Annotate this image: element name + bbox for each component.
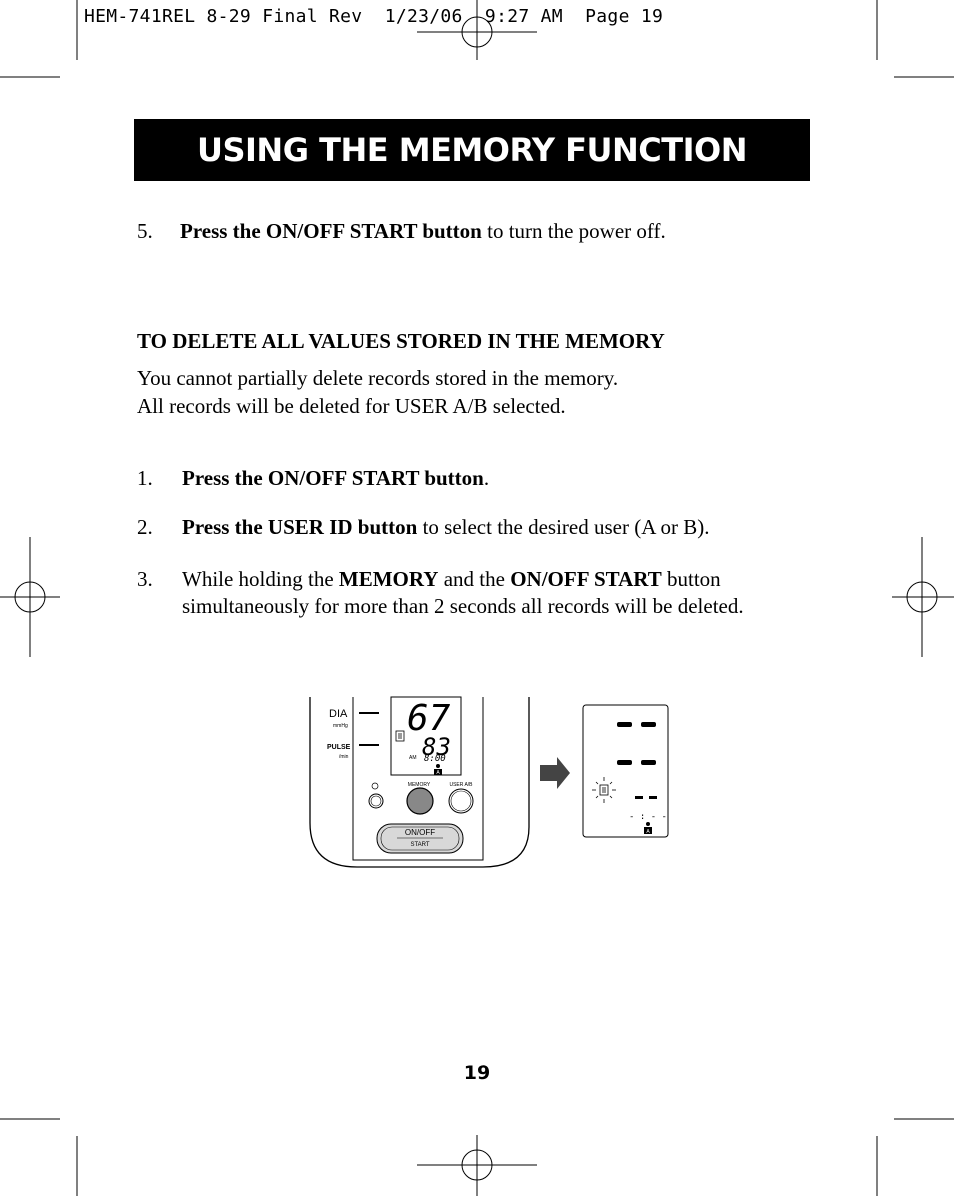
step-3-text-line-1: While holding the MEMORY and the ON/OFF …: [182, 567, 721, 592]
step-3-memory-bold: MEMORY: [338, 567, 439, 591]
memory-icon: [395, 730, 405, 742]
am-label: AM: [409, 755, 417, 761]
pulse-value: 83: [422, 733, 451, 761]
right-arrow-icon: [540, 757, 570, 789]
onoff-label: ON/OFF: [405, 828, 435, 837]
dia-label: DIA: [329, 708, 348, 720]
start-label: START: [410, 842, 429, 848]
print-slug: HEM-741REL 8-29 Final Rev 1/23/06 9:27 A…: [84, 6, 664, 27]
user-ab-label: USER A/B: [449, 782, 473, 788]
step-3-t3: button: [661, 567, 721, 591]
memory-button: [406, 787, 434, 815]
page-number: 19: [463, 1062, 491, 1084]
step-3-t1: While holding the: [182, 567, 339, 591]
section-line-2: All records will be deleted for USER A/B…: [137, 394, 566, 418]
user-a-icon-after: A: [644, 822, 652, 835]
step-2-rest: to select the desired user (A or B).: [417, 515, 710, 539]
step-2-bold: Press the USER ID button: [182, 515, 418, 539]
step-1-number: 1.: [137, 466, 153, 490]
monitor-body: [309, 697, 530, 868]
clock-icon: [371, 782, 379, 790]
step-2-text: Press the USER ID button to select the d…: [182, 515, 709, 540]
step-2-number: 2.: [137, 515, 153, 539]
step-5-bold: Press the ON/OFF START button: [180, 219, 482, 243]
step-5-rest: to turn the power off.: [481, 219, 666, 243]
memory-label: MEMORY: [408, 782, 431, 788]
lcd-screen: [390, 696, 462, 776]
step-3-t2: and the: [438, 567, 511, 591]
time-dashes: - : - -: [629, 812, 667, 822]
dia-value: 67: [407, 698, 451, 739]
step-3-number: 3.: [137, 567, 153, 591]
user-button: [448, 788, 474, 814]
pulse-label: PULSE: [327, 744, 351, 751]
device-illustration: DIA mmHg PULSE /min 67 83 AM 8:00 A MEMO…: [309, 696, 669, 868]
dash-segments: [617, 722, 657, 799]
time-readout: 8:00: [424, 754, 446, 764]
step-5-number: 5.: [137, 219, 153, 243]
flashing-memory-icon: [592, 777, 616, 803]
page-title: USING THE MEMORY FUNCTION: [134, 119, 810, 181]
section-heading: TO DELETE ALL VALUES STORED IN THE MEMOR…: [137, 329, 665, 353]
step-3-text-line-2: simultaneously for more than 2 seconds a…: [182, 594, 744, 618]
user-a-icon: A: [434, 764, 442, 776]
section-line-1: You cannot partially delete records stor…: [137, 366, 619, 390]
onoff-start-button: [376, 823, 464, 854]
step-3-onoff-bold: ON/OFF START: [510, 567, 662, 591]
mmhg-label: mmHg: [333, 723, 348, 729]
step-5-text: Press the ON/OFF START button to turn th…: [180, 219, 666, 244]
step-1-bold: Press the ON/OFF START button: [182, 466, 484, 490]
permin-label: /min: [339, 754, 349, 760]
user-a-badge: A: [436, 770, 440, 776]
monitor-panel: [352, 697, 484, 861]
step-1-text: Press the ON/OFF START button.: [182, 466, 489, 491]
user-a-badge-after: A: [646, 829, 650, 835]
lcd-cleared-display: [582, 704, 669, 838]
step-1-rest: .: [483, 466, 490, 490]
